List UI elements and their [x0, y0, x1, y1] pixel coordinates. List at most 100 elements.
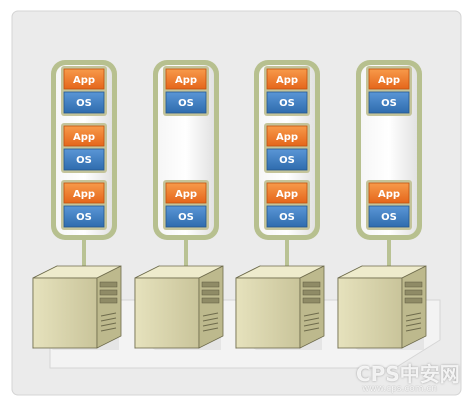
app-label: App — [73, 75, 95, 86]
watermark-url: www.cps.com.cn — [362, 384, 438, 394]
drive-bay — [201, 289, 220, 296]
server-tower-icon — [134, 265, 224, 350]
drive-bay — [302, 297, 321, 304]
server-front — [32, 277, 98, 349]
drive-bay — [99, 289, 118, 296]
os-label: OS — [76, 155, 92, 166]
os-box — [368, 91, 410, 114]
os-box — [165, 91, 207, 114]
vent-line — [405, 322, 422, 327]
vent-line — [303, 322, 320, 327]
vent-line — [100, 312, 117, 317]
vent-line — [303, 327, 320, 332]
app-box — [63, 125, 105, 147]
server-front — [235, 277, 301, 349]
server-tower-icon — [32, 265, 122, 350]
vent-line — [100, 327, 117, 332]
os-box — [63, 205, 105, 228]
vent-line — [202, 327, 219, 332]
app-label: App — [175, 189, 197, 200]
servers-layer — [32, 265, 427, 350]
drive-bay — [99, 281, 118, 288]
app-label: App — [378, 75, 400, 86]
app-box — [368, 182, 410, 204]
server-tower-icon — [337, 265, 427, 350]
vent-line — [202, 312, 219, 317]
server-right — [198, 265, 224, 349]
os-label: OS — [178, 212, 194, 223]
columns-layer: AppOSAppOSAppOSAppOSAppOSAppOSAppOSAppOS… — [51, 60, 422, 268]
os-box — [266, 148, 308, 171]
os-box — [63, 148, 105, 171]
vent-line — [405, 317, 422, 322]
os-label: OS — [381, 212, 397, 223]
drive-bay — [99, 297, 118, 304]
vent-line — [202, 317, 219, 322]
vent-line — [405, 327, 422, 332]
app-label: App — [378, 189, 400, 200]
vent-line — [202, 322, 219, 327]
server-front — [134, 277, 200, 349]
vent-line — [303, 317, 320, 322]
os-label: OS — [76, 98, 92, 109]
drive-bay — [404, 289, 423, 296]
os-box — [266, 205, 308, 228]
vent-line — [303, 312, 320, 317]
drive-bay — [404, 297, 423, 304]
os-box — [165, 205, 207, 228]
app-box — [266, 68, 308, 90]
os-label: OS — [381, 98, 397, 109]
drive-bay — [302, 281, 321, 288]
app-box — [368, 68, 410, 90]
app-label: App — [276, 75, 298, 86]
os-box — [63, 91, 105, 114]
os-label: OS — [279, 98, 295, 109]
drive-bay — [404, 281, 423, 288]
server-front — [337, 277, 403, 349]
os-box — [368, 205, 410, 228]
app-label: App — [73, 132, 95, 143]
vent-line — [100, 322, 117, 327]
os-label: OS — [279, 155, 295, 166]
os-box — [266, 91, 308, 114]
drive-bay — [302, 289, 321, 296]
os-label: OS — [178, 98, 194, 109]
server-tower-icon — [235, 265, 325, 350]
column-connector — [285, 238, 289, 268]
column-connector — [184, 238, 188, 268]
watermark-logo-text: CPS中安网 — [356, 362, 460, 386]
column-connector — [82, 238, 86, 268]
app-label: App — [73, 189, 95, 200]
os-label: OS — [279, 212, 295, 223]
column-connector — [387, 238, 391, 268]
drive-bay — [201, 297, 220, 304]
server-right — [299, 265, 325, 349]
app-label: App — [276, 132, 298, 143]
drive-bay — [201, 281, 220, 288]
vent-line — [405, 312, 422, 317]
app-box — [165, 182, 207, 204]
app-box — [63, 68, 105, 90]
app-box — [63, 182, 105, 204]
app-box — [266, 182, 308, 204]
app-box — [165, 68, 207, 90]
app-label: App — [175, 75, 197, 86]
watermark: CPS中安网 www.cps.com.cn — [356, 358, 468, 398]
server-right — [401, 265, 427, 349]
app-label: App — [276, 189, 298, 200]
